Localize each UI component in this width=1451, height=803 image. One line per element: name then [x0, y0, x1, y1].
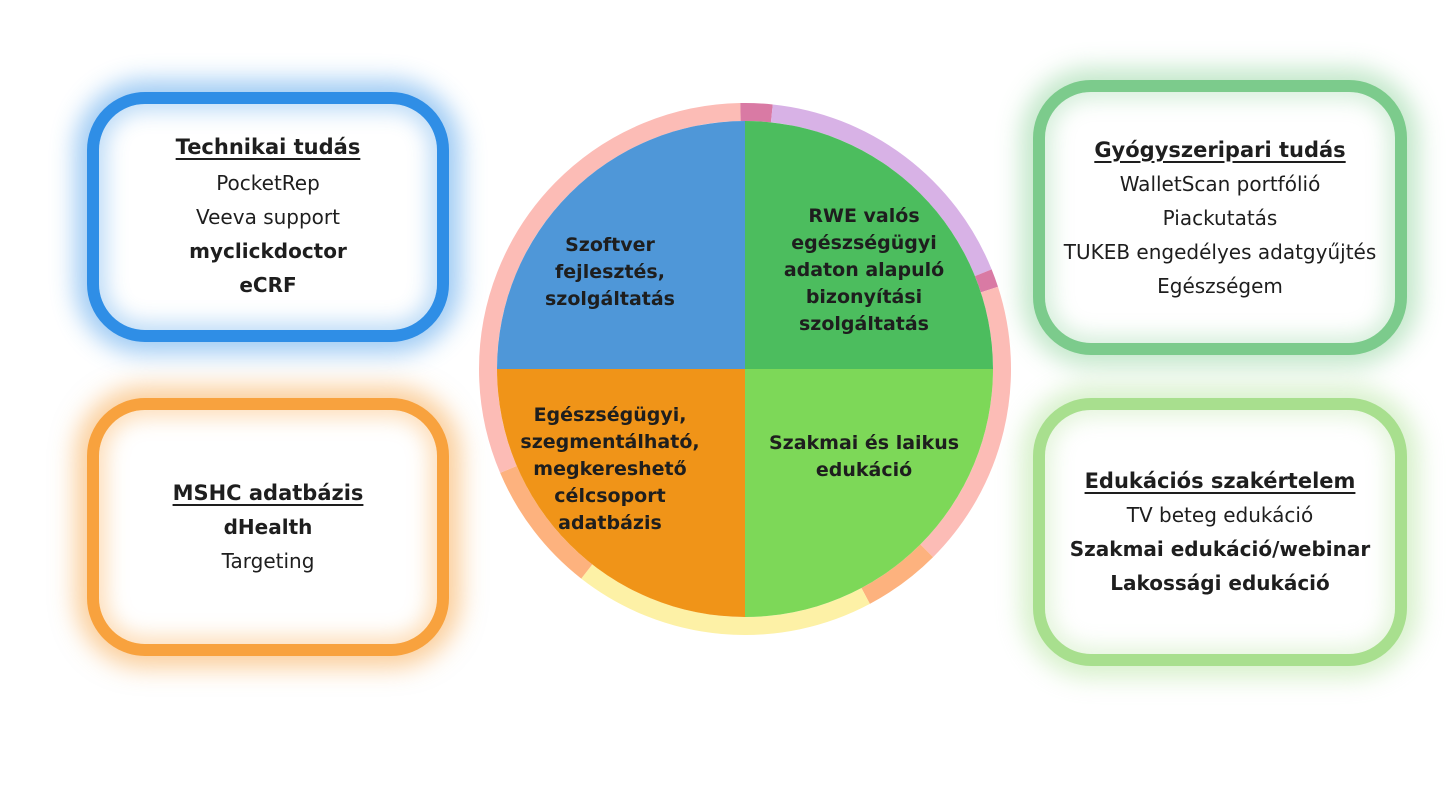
quadrant-label-line: szegmentálható, — [520, 431, 699, 453]
quadrant-rwe-label: RWE valós egészségügyi adaton alapuló bizon… — [784, 205, 944, 335]
card-item: Targeting — [221, 549, 315, 573]
quadrant-label-line: adaton alapuló — [784, 259, 944, 281]
card-item: TV beteg edukáció — [1126, 503, 1314, 527]
card-item: Lakossági edukáció — [1110, 571, 1330, 595]
card-item: Piackutatás — [1162, 205, 1278, 230]
quadrant-label-line: Szoftver — [565, 234, 655, 256]
quadrant-software-label: Szoftver fejlesztés, szolgáltatás — [545, 234, 675, 310]
service-wheel: Szoftver fejlesztés, szolgáltatás RWE való… — [479, 103, 1011, 635]
ring-segment-pink-right — [920, 286, 1011, 558]
quadrant-label-line: célcsoport — [554, 485, 665, 507]
card-pharma-knowledge: Gyógyszeripari tudás WalletScan portfóli… — [1033, 80, 1407, 355]
card-item: PocketRep — [216, 171, 320, 195]
card-item: Szakmai edukáció/webinar — [1069, 537, 1371, 561]
quadrant-label-line: RWE valós — [808, 205, 919, 227]
quadrant-label-line: edukáció — [816, 459, 912, 481]
card-item: TUKEB engedélyes adatgyűjtés — [1063, 239, 1377, 264]
card-item: eCRF — [239, 273, 297, 297]
quadrant-label-line: fejlesztés, — [555, 261, 665, 283]
card-item: Egészségem — [1157, 273, 1283, 298]
quadrant-label-line: adatbázis — [558, 512, 662, 534]
quadrant-label-line: megkereshető — [533, 458, 686, 480]
ring-segment-mauve-top — [740, 103, 773, 123]
quadrant-software — [497, 121, 745, 369]
outer-ring — [479, 103, 1011, 635]
quadrant-database-label: Egészségügyi, szegmentálható, megkereshető… — [520, 404, 699, 534]
ring-segment-yellow-bottom — [581, 564, 870, 635]
quadrant-label-line: bizonyítási — [806, 286, 922, 308]
ring-segment-pink-left — [479, 368, 517, 473]
card-heading: Technikai tudás — [175, 135, 361, 159]
quadrant-rwe — [745, 121, 993, 369]
card-database: MSHC adatbázis dHealth Targeting — [87, 398, 449, 656]
quadrant-label-line: egészségügyi — [791, 232, 937, 254]
ring-segment-peach-bottom-right — [861, 544, 934, 604]
quadrant-label-line: szolgáltatás — [799, 313, 929, 335]
card-heading: Gyógyszeripari tudás — [1094, 137, 1346, 162]
ring-segment-lavender — [770, 104, 992, 277]
quadrant-database — [497, 369, 745, 617]
ring-segment-pink-top-left — [479, 103, 741, 370]
ring-segment-mauve-right — [974, 269, 998, 293]
quadrant-label-line: Szakmai és laikus — [769, 432, 959, 454]
quadrant-education-label: Szakmai és laikus edukáció — [769, 432, 959, 481]
card-item: Veeva support — [196, 205, 340, 229]
card-item: myclickdoctor — [189, 239, 347, 263]
quadrants — [497, 121, 993, 617]
card-item: WalletScan portfólió — [1119, 171, 1321, 196]
card-technical-knowledge: Technikai tudás PocketRep Veeva support … — [87, 92, 449, 342]
card-heading: MSHC adatbázis — [172, 481, 364, 505]
card-heading: Edukációs szakértelem — [1084, 469, 1356, 493]
quadrant-label-line: Egészségügyi, — [534, 404, 687, 426]
card-education-expertise: Edukációs szakértelem TV beteg edukáció … — [1033, 398, 1407, 666]
quadrant-label-line: szolgáltatás — [545, 288, 675, 310]
ring-segment-peach-bottom-left — [500, 465, 593, 579]
card-item: dHealth — [223, 515, 313, 539]
quadrant-education — [745, 369, 993, 617]
